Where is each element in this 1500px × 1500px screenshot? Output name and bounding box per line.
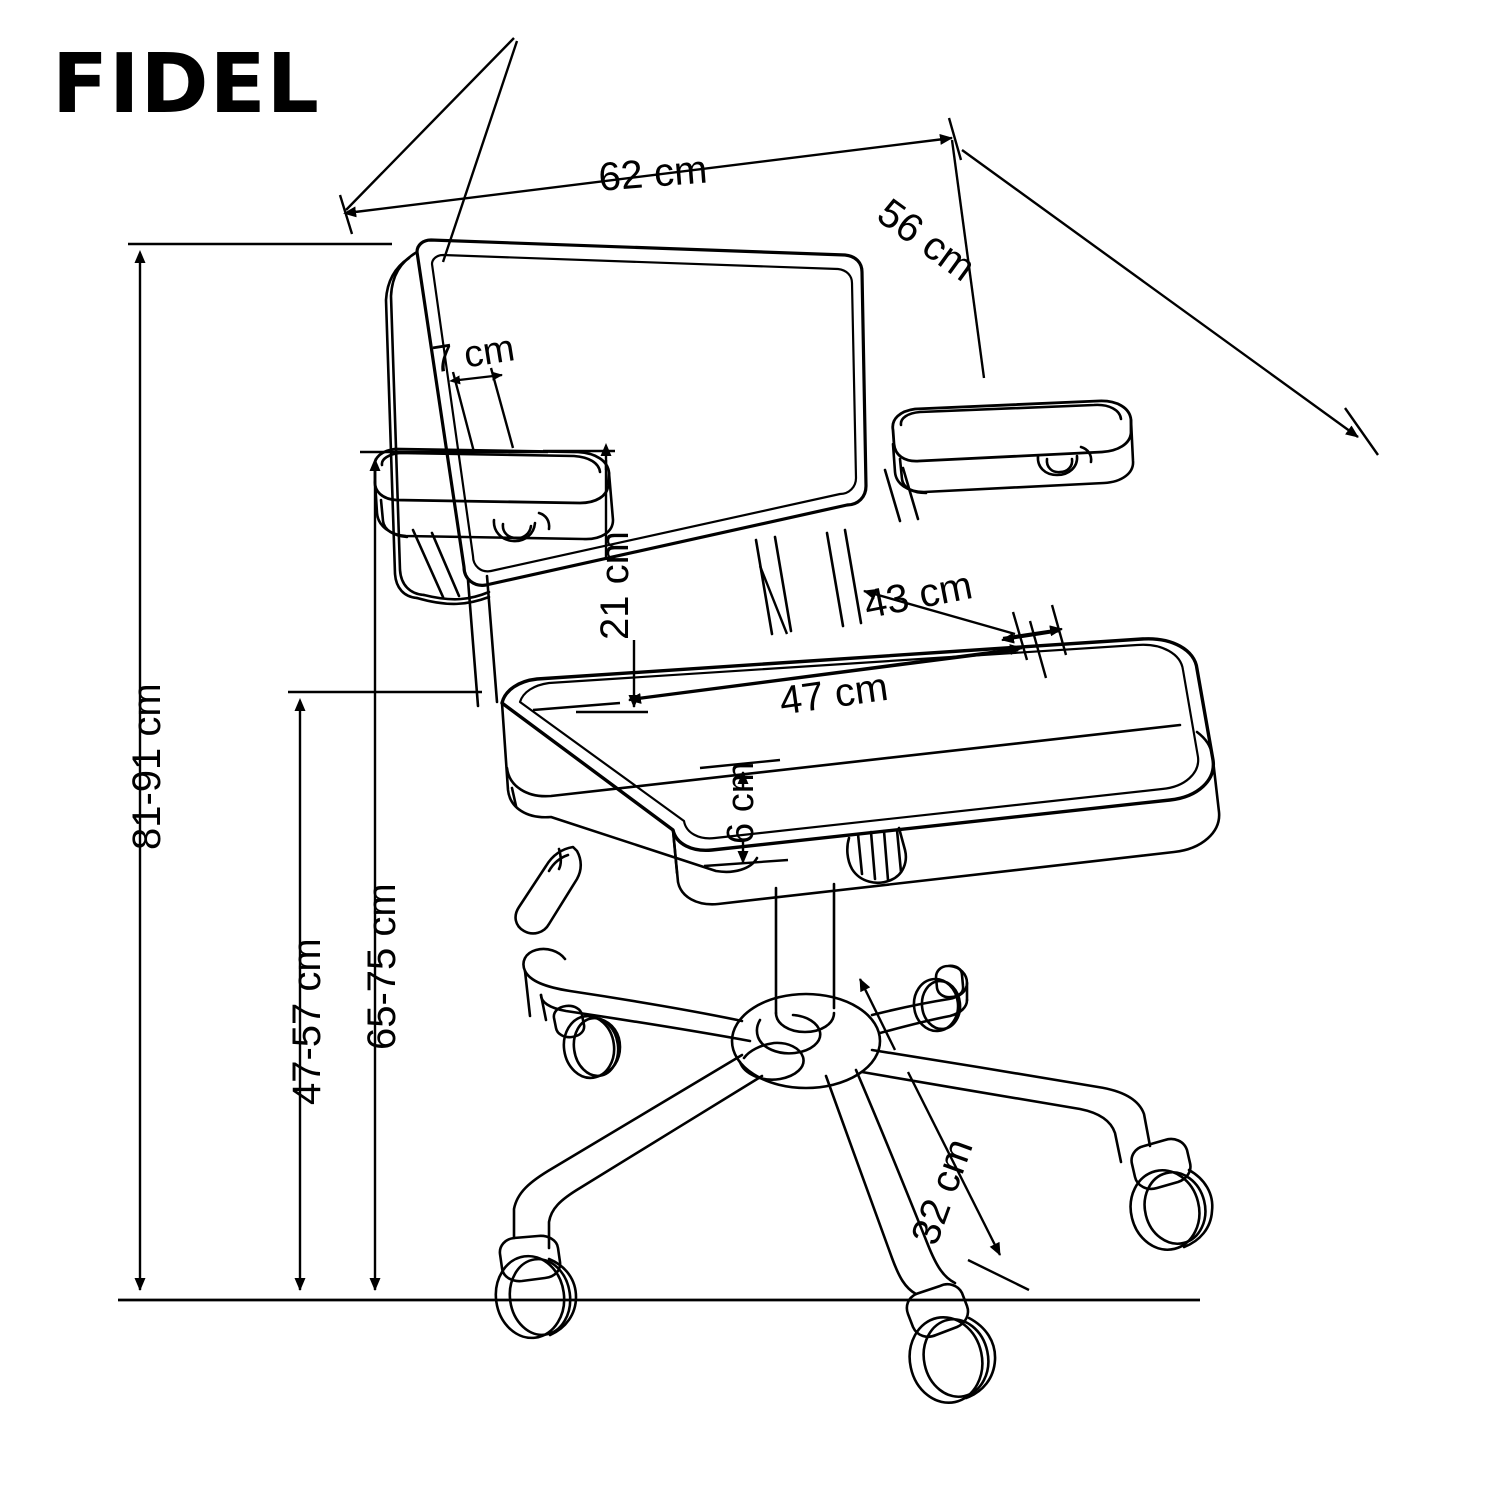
dim-32cm-tick (967, 1258, 1030, 1292)
caster-front-left (494, 1234, 578, 1340)
armrest-right (891, 399, 1135, 495)
armrest-right-support (883, 466, 920, 523)
armrest-left-support (411, 528, 461, 599)
page-title: FIDEL (52, 37, 320, 132)
chair-geometry (373, 238, 1221, 1405)
armrest-left (373, 447, 615, 543)
dim-47-57cm (288, 690, 482, 1291)
dim-label-62cm: 62 cm (596, 147, 709, 200)
base-legs (494, 947, 1214, 1405)
dim-label-47-57cm: 47-57 cm (285, 938, 329, 1105)
dim-label-65-75cm: 65-75 cm (360, 883, 404, 1050)
dimension-lines (118, 37, 1379, 1302)
caster-back-right (912, 964, 965, 1033)
dim-7cm (449, 367, 515, 453)
caster-back-left (552, 1004, 622, 1080)
leader-backrest-topleft (441, 40, 519, 263)
dim-43cm (758, 565, 1068, 661)
gas-cylinder (774, 882, 836, 1034)
leader-43cm (863, 588, 1016, 636)
back-support-posts (466, 528, 863, 708)
dim-65-75cm (360, 450, 548, 1291)
caster-front-right (905, 1282, 997, 1405)
dim-81-91cm (118, 242, 1200, 1302)
caster-right (1129, 1137, 1214, 1251)
seat-cushion (500, 637, 1221, 906)
dim-47cm (532, 620, 1048, 712)
dim-32cm (858, 978, 1030, 1292)
leader-43cm-ext (758, 565, 789, 635)
dim-label-81-91cm: 81-91 cm (125, 683, 169, 850)
dim-62cm (338, 37, 963, 235)
seat-mechanism (514, 826, 908, 935)
base-hub (730, 992, 882, 1090)
dim-label-21cm: 21 cm (593, 531, 637, 640)
backrest (384, 238, 868, 606)
dim-label-6cm: 6 cm (720, 761, 762, 844)
dim-6cm (699, 758, 789, 868)
dim-56cm (950, 139, 1379, 456)
